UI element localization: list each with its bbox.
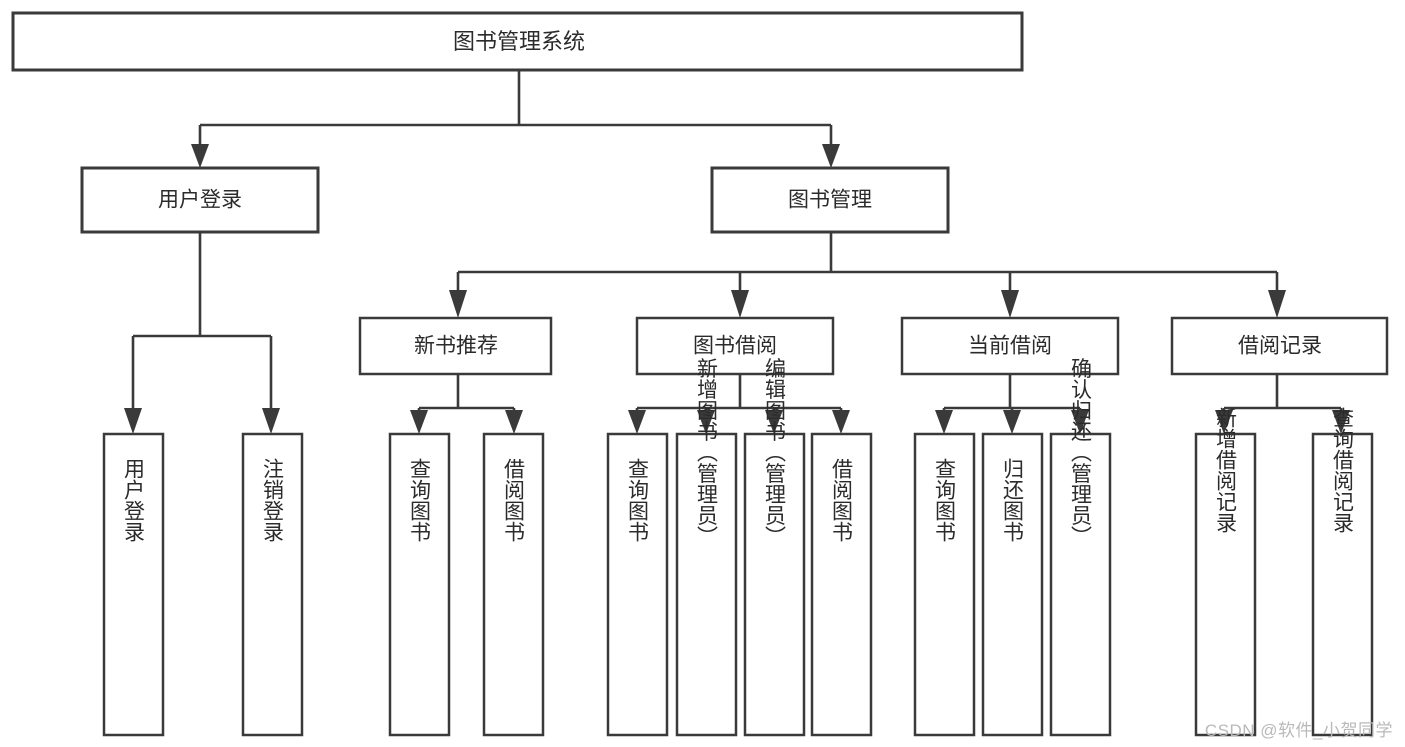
node-leaf-borrow-book-2[interactable]: 借阅图书 [810,432,873,737]
connector-book-borrow-to-leaves [628,374,850,434]
node-leaf-add-book[interactable]: 新增图书（管理员） [675,358,738,737]
node-leaf-query-book-2-label: 查询图书 [626,458,650,542]
node-borrow-record-label: 借阅记录 [1238,335,1322,358]
node-borrow-record[interactable]: 借阅记录 [1170,316,1389,376]
node-book-manage-label: 图书管理 [788,189,872,212]
node-current-borrow-label: 当前借阅 [968,335,1052,358]
node-leaf-confirm-return[interactable]: 确认归还（管理员） [1049,358,1112,737]
node-leaf-edit-book-label: 编辑图书（管理员） [763,358,787,547]
node-leaf-user-login-label: 用户登录 [122,458,146,542]
csdn-watermark: CSDN @软件_小贺同学 [1204,721,1393,740]
node-leaf-logout-login[interactable]: 注销登录 [241,432,304,737]
node-leaf-edit-book[interactable]: 编辑图书（管理员） [743,358,806,737]
node-leaf-query-book-1-label: 查询图书 [408,458,432,542]
node-new-book-recommend[interactable]: 新书推荐 [358,316,553,376]
node-leaf-borrow-book-2-label: 借阅图书 [830,458,854,542]
node-new-book-recommend-label: 新书推荐 [414,335,498,358]
node-leaf-add-record[interactable]: 新增借阅记录 [1194,407,1257,737]
node-leaf-add-book-label: 新增图书（管理员） [695,358,719,547]
node-leaf-borrow-book-1-label: 借阅图书 [502,458,526,542]
node-user-login-label: 用户登录 [158,189,242,212]
node-book-manage[interactable]: 图书管理 [710,166,950,234]
node-leaf-query-book-3[interactable]: 查询图书 [913,432,976,737]
node-leaf-query-book-3-label: 查询图书 [933,458,957,542]
node-book-borrow-label: 图书借阅 [693,335,777,358]
connector-book-manage-to-level2 [449,232,1286,318]
node-root[interactable]: 图书管理系统 [11,11,1024,72]
node-current-borrow[interactable]: 当前借阅 [900,316,1120,376]
node-leaf-query-record[interactable]: 查询借阅记录 [1311,407,1374,737]
node-leaf-logout-login-label: 注销登录 [261,458,285,542]
node-leaf-return-book-label: 归还图书 [1001,458,1025,542]
connector-current-borrow-to-leaves [935,374,1089,434]
node-root-label: 图书管理系统 [453,29,585,54]
node-leaf-confirm-return-label: 确认归还（管理员） [1069,358,1093,547]
connector-borrow-record-to-leaves [1215,374,1350,434]
node-leaf-user-login[interactable]: 用户登录 [102,432,165,737]
node-leaf-query-book-1[interactable]: 查询图书 [388,432,451,737]
node-leaf-query-record-label: 查询借阅记录 [1331,407,1355,533]
connector-user-login-to-leaves [124,232,280,434]
connector-root-to-level1 [191,70,840,168]
node-leaf-borrow-book-1[interactable]: 借阅图书 [482,432,545,737]
node-user-login[interactable]: 用户登录 [80,166,320,234]
node-leaf-query-book-2[interactable]: 查询图书 [606,432,669,737]
connector-new-book-recommend-to-leaves [410,374,523,434]
node-leaf-add-record-label: 新增借阅记录 [1214,407,1238,533]
node-book-borrow[interactable]: 图书借阅 [635,316,835,376]
node-leaf-return-book[interactable]: 归还图书 [981,432,1044,737]
